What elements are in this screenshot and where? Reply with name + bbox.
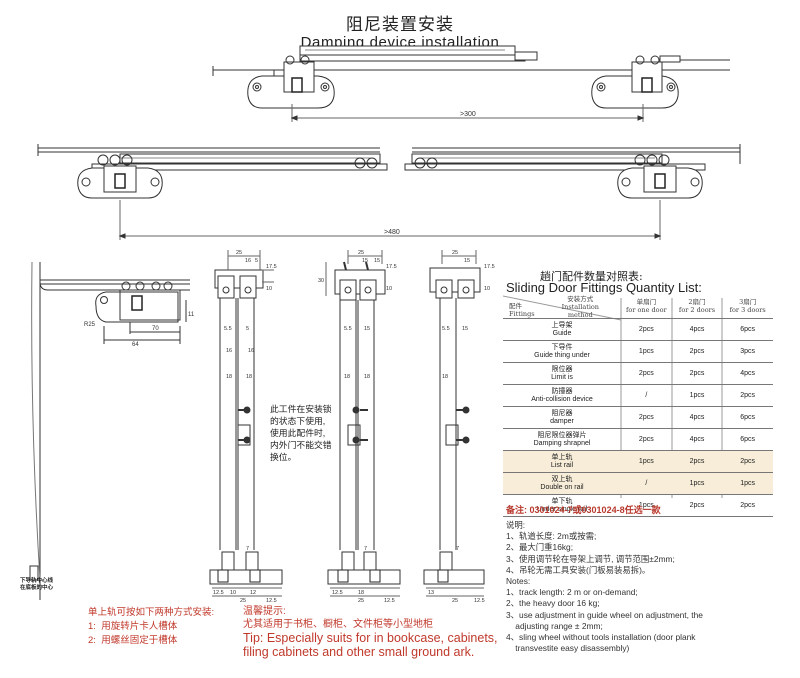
s1-dim-mid-3: 16 xyxy=(248,348,254,354)
s1-dim-top-2: 5 xyxy=(255,258,258,264)
s1-dim-mid-1: 5 xyxy=(246,326,249,332)
s1-dim-bottom-4: 12.5 xyxy=(266,598,277,604)
notes: 说明: 1、轨道长度: 2m或按需; 2、最大门重16kg; 3、使用调节轮在导… xyxy=(506,520,703,654)
s1-dim-low-2: 7 xyxy=(246,546,249,552)
s1-dim-low-1: 18 xyxy=(246,374,252,380)
s3-dim-mid-1: 15 xyxy=(462,326,468,332)
s2-dim-right-1: 10 xyxy=(386,286,392,292)
s2-dim-bottom-0: 12.5 xyxy=(332,590,343,596)
page-title-cn: 阻尼装置安装 xyxy=(346,15,454,35)
section-view-1 xyxy=(209,250,283,597)
s1-dim-mid-2: 16 xyxy=(226,348,232,354)
detail-left xyxy=(29,261,190,600)
dim-300: >300 xyxy=(460,111,476,118)
s2-dim-low-2: 7 xyxy=(364,546,367,552)
s1-dim-bottom-2: 12 xyxy=(250,590,256,596)
s1-dim-top-0: 25 xyxy=(236,250,242,256)
dim-70: 70 xyxy=(152,326,159,332)
s3-dim-right-0: 17.5 xyxy=(484,264,495,270)
dim-480: >480 xyxy=(384,229,400,236)
s2-dim-bottom-2: 25 xyxy=(358,598,364,604)
s2-dim-bottom-1: 18 xyxy=(358,590,364,596)
tip-note: 温馨提示: 尤其适用于书柜、橱柜、文件柜等小型地柜 Tip: Especiall… xyxy=(243,606,498,659)
s1-dim-right-0: 17.5 xyxy=(266,264,277,270)
section-view-3 xyxy=(423,250,485,597)
s2-dim-top-0: 25 xyxy=(358,250,364,256)
s3-dim-low-1: 7 xyxy=(456,546,459,552)
rail-install-note: 单上轨可按如下两种方式安装: 1: 用旋转片卡人槽体 2: 用螺丝固定于槽体 xyxy=(88,607,215,646)
s2-dim-right-0: 17.5 xyxy=(386,264,397,270)
s2-dim-top-1: 15 xyxy=(362,258,368,264)
s2-dim-low-1: 18 xyxy=(364,374,370,380)
s3-dim-mid-0: 5.5 xyxy=(442,326,450,332)
table-header-row: 安装方式 Installation method 配件 Fittings 单扇门… xyxy=(503,294,773,319)
s3-dim-low-0: 18 xyxy=(442,374,448,380)
s2-dim-bottom-3: 12.5 xyxy=(384,598,395,604)
s3-dim-bottom-1: 25 xyxy=(452,598,458,604)
header-method: 安装方式 Installation method 配件 Fittings xyxy=(503,294,621,319)
s1-dim-mid-0: 5.5 xyxy=(224,326,232,332)
open-position-left xyxy=(37,144,388,199)
s3-dim-top-0: 25 xyxy=(452,250,458,256)
s2-dim-top-2: 15 xyxy=(374,258,380,264)
dim-r25: R25 xyxy=(84,322,96,328)
s2-dim-low-0: 18 xyxy=(344,374,350,380)
s1-dim-bottom-0: 12.5 xyxy=(213,590,224,596)
remark: 备注: 0301024-7或0301024-8任选一款 xyxy=(506,505,661,515)
s1-dim-bottom-3: 25 xyxy=(240,598,246,604)
quantity-list-title-en: Sliding Door Fittings Quantity List: xyxy=(506,280,702,295)
s2-dim-mid-1: 15 xyxy=(364,326,370,332)
dim-64: 64 xyxy=(132,342,139,348)
quantity-list-title-cn: 趟门配件数量对照表: xyxy=(540,270,643,283)
s2-dim-mid-0: 5.5 xyxy=(344,326,352,332)
s1-dim-right-1: 10 xyxy=(266,286,272,292)
s3-dim-right-1: 10 xyxy=(484,286,490,292)
lock-note: 此工件在安装锁 的状态下使用, 使用此配件时, 内外门不能交错 换位。 xyxy=(270,404,332,462)
open-position-right xyxy=(118,144,741,240)
s1-dim-low-0: 18 xyxy=(226,374,232,380)
dim-11: 11 xyxy=(188,312,195,318)
rail-center-label: 下导轨中心线 在底板的中心 xyxy=(20,578,54,591)
s3-dim-bottom-0: 13 xyxy=(428,590,434,596)
top-rail-assembly xyxy=(212,45,730,122)
quantity-table: 安装方式 Installation method 配件 Fittings 单扇门… xyxy=(503,294,773,517)
s1-dim-bottom-1: 10 xyxy=(230,590,236,596)
s2-dim-left: 30 xyxy=(318,278,324,284)
s3-dim-top-1: 15 xyxy=(464,258,470,264)
s1-dim-top-1: 16 xyxy=(245,258,251,264)
s3-dim-bottom-2: 12.5 xyxy=(474,598,485,604)
section-view-2 xyxy=(325,250,401,597)
